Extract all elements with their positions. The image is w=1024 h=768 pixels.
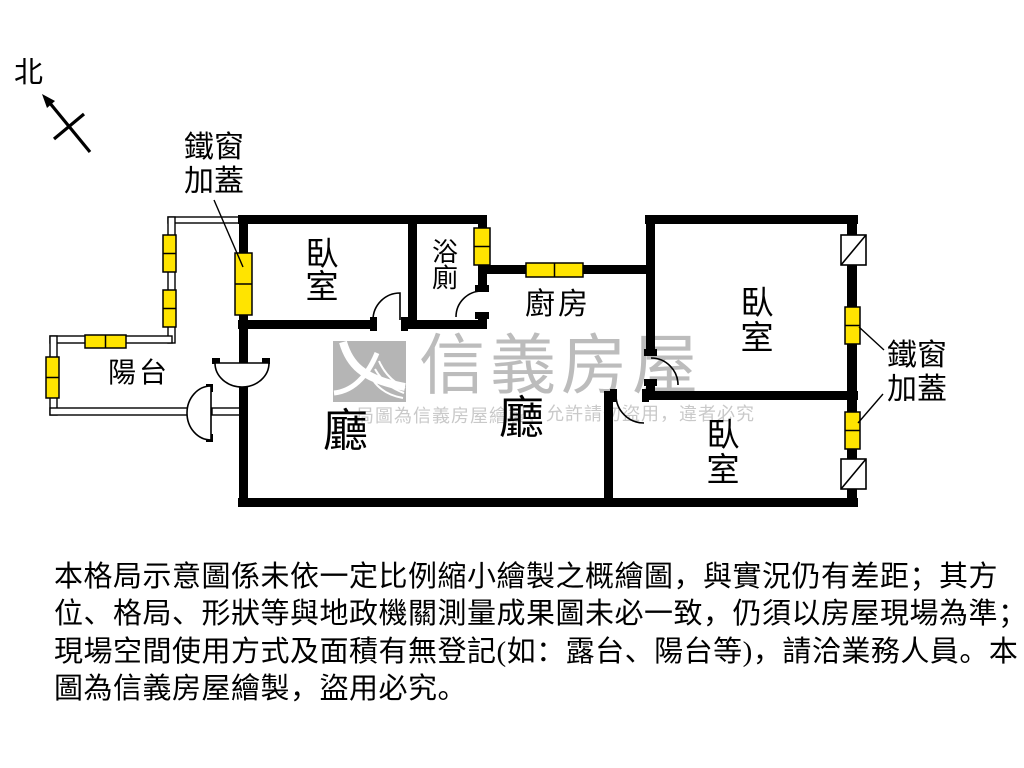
door-living-to-balcony <box>214 362 270 388</box>
windows <box>45 227 861 450</box>
north-arrow-icon <box>42 94 92 154</box>
window-balcony-2 <box>162 289 177 328</box>
window-bathroom <box>473 227 491 266</box>
sinyi-logo-icon <box>333 341 406 402</box>
window-left-wall <box>234 252 253 316</box>
ac-unit-top <box>840 234 867 266</box>
window-balcony-1 <box>162 234 177 273</box>
window-right-wall-upper <box>844 306 861 345</box>
watermark-notice-right: 允許請勿盜用，違者必究 <box>546 404 755 424</box>
doors <box>372 290 679 424</box>
door-balcony <box>186 385 212 441</box>
window-balcony-3 <box>84 334 127 349</box>
door-bedroom-top-left <box>372 292 401 321</box>
door-bedroom-top-right <box>650 357 679 386</box>
watermark-notice-left: 局圖為信義房屋繪製， <box>356 406 546 426</box>
window-balcony-4 <box>45 356 60 399</box>
ac-unit-bottom <box>840 458 867 490</box>
disclaimer-line: 現場空間使用方式及面積有無登記(如：露台、陽台等)，請洽業務人員。本 <box>54 635 1019 668</box>
door-bathroom <box>455 290 483 318</box>
disclaimer-line: 位、格局、形狀等與地政機關測量成果圖未必一致，仍須以房屋現場為準； <box>54 598 1024 631</box>
disclaimer-line: 圖為信義房屋繪製，盜用必究。 <box>54 673 468 706</box>
window-right-wall-lower <box>844 411 861 450</box>
disclaimer-text: 本格局示意圖係未依一定比例縮小繪製之概繪圖，與實況仍有差距；其方 位、格局、形狀… <box>54 559 1024 709</box>
door-jambs <box>206 285 657 442</box>
walls <box>238 215 858 507</box>
balcony-doors <box>186 362 270 441</box>
window-kitchen <box>525 262 584 278</box>
door-bedroom-bottom-right <box>615 394 645 424</box>
leader-lines <box>213 199 885 424</box>
ac-units <box>840 234 867 490</box>
disclaimer-line: 本格局示意圖係未依一定比例縮小繪製之概繪圖，與實況仍有差距；其方 <box>54 561 999 593</box>
